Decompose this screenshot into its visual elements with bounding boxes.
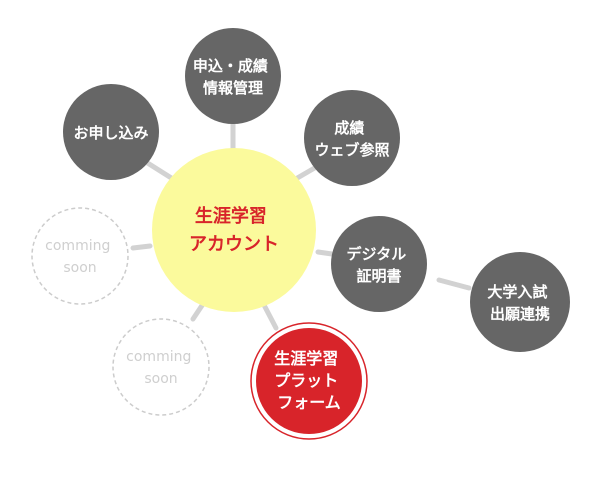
center-hub-circle [152,148,316,312]
node-university-admission-circle [470,252,570,352]
node-apply-line-1: お申し込み [73,124,148,142]
connector-coming-soon-1 [130,243,153,251]
node-apply-label: お申し込み [73,124,148,142]
node-digital-certificate-label: デジタル 証明書 [347,245,412,285]
node-coming-soon-2-label: comming soon [126,349,196,387]
node-grades-web-circle [304,90,400,186]
node-coming-soon-2-circle [112,318,210,416]
connector-digital-certificate [315,249,335,257]
node-university-admission-line-1: 大学入試 [487,283,547,301]
node-university-admission-line-2: 出願連携 [490,305,550,323]
node-apply-grades-info-line-1: 申込・成績 [193,57,268,75]
node-apply-grades-info: 申込・成績 情報管理 [185,28,281,124]
node-university-admission-label: 大学入試 出願連携 [487,283,552,323]
node-coming-soon-2-line-1: comming [126,349,191,365]
node-grades-web-line-2: ウェブ参照 [314,141,389,159]
center-hub-line-1: 生涯学習 [195,205,267,227]
node-learning-platform-line-3: フォーム [277,393,341,412]
node-learning-platform-circle [256,328,362,434]
node-digital-certificate-circle [331,216,427,312]
node-learning-platform-line-2: プラット [274,371,338,390]
node-learning-platform-line-1: 生涯学習 [274,349,338,368]
center-hub-label: 生涯学習 アカウント [189,205,279,255]
node-grades-web-label: 成績 ウェブ参照 [314,119,389,159]
node-digital-certificate: デジタル 証明書 [331,216,427,312]
connector-university-admission [436,277,472,291]
node-coming-soon-2-line-2: soon [144,371,177,387]
node-coming-soon-1-circle [31,207,129,305]
node-grades-web-line-1: 成績 [334,119,364,137]
node-apply: お申し込み [63,84,159,180]
node-digital-certificate-line-1: デジタル [347,245,407,263]
center-hub-line-2: アカウント [189,234,279,255]
node-apply-grades-info-line-2: 情報管理 [203,79,263,97]
node-learning-platform: 生涯学習 プラット フォーム [250,322,368,440]
connector-learning-platform [261,302,279,331]
node-coming-soon-1: comming soon [31,207,129,305]
node-apply-grades-info-circle [185,28,281,124]
node-apply-circle [63,84,159,180]
node-coming-soon-1-line-2: soon [63,260,96,276]
node-digital-certificate-line-2: 証明書 [356,267,401,285]
node-university-admission: 大学入試 出願連携 [470,252,570,352]
node-coming-soon-1-line-1: comming [45,238,110,254]
node-apply-grades-info-label: 申込・成績 情報管理 [193,57,273,97]
node-grades-web: 成績 ウェブ参照 [304,90,400,186]
connector-coming-soon-2 [190,301,206,322]
center-hub: 生涯学習 アカウント [152,148,316,312]
node-learning-platform-label: 生涯学習 プラット フォーム [274,349,344,412]
node-coming-soon-1-label: comming soon [45,238,115,276]
node-coming-soon-2: comming soon [112,318,210,416]
